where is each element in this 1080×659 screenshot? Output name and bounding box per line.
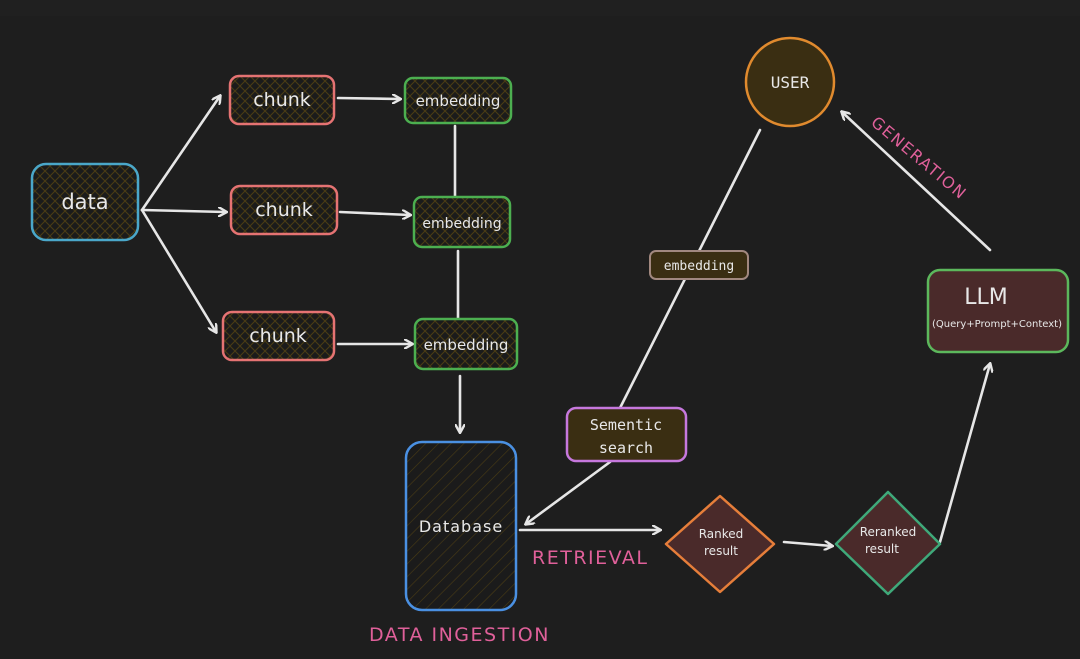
edge-chunk-1-embedding-1 [336, 98, 400, 99]
chunk-1-label: chunk [253, 89, 311, 111]
node-chunk-3: chunk [221, 310, 336, 362]
node-reranked-result: Reranked result [834, 490, 942, 596]
edge-data-chunk-2 [140, 210, 226, 212]
llm-title: LLM [964, 285, 1008, 310]
edges [140, 96, 992, 546]
database-label: Database [419, 517, 503, 536]
embedding-3-box [413, 317, 519, 371]
semantic-search-label-line1: Sementic [590, 416, 662, 434]
node-embedding-1: embedding [403, 76, 513, 125]
rag-pipeline-diagram: data chunk chunk chunk embedding embeddi… [30, 36, 1070, 646]
embedding-3-label: embedding [424, 336, 509, 354]
user-circle [744, 36, 836, 128]
edge-reranked-llm [938, 364, 990, 544]
edge-llm-user [842, 112, 992, 252]
chunk-3-box [221, 310, 336, 362]
chunk-1-box [228, 74, 336, 126]
llm-subtitle: (Query+Prompt+Context) [932, 319, 1062, 330]
chunk-2-box [229, 184, 339, 236]
embedding-1-label: embedding [416, 92, 501, 110]
stage-label-generation: GENERATION [867, 113, 970, 204]
stage-label-data-ingestion: DATA INGESTION [369, 624, 550, 646]
node-semantic-search: Sementic search [565, 406, 688, 463]
node-llm: LLM (Query+Prompt+Context) [926, 268, 1070, 354]
node-chunk-2: chunk [229, 184, 339, 236]
node-embedding-3: embedding [413, 317, 519, 371]
edge-data-chunk-3 [140, 208, 216, 332]
query-embedding-label: embedding [664, 259, 734, 274]
query-embedding-box [649, 250, 749, 280]
ranked-result-line1: Ranked [699, 527, 744, 541]
ranked-result-line2: result [704, 544, 738, 558]
semantic-search-label-line2: search [599, 439, 653, 457]
node-data: data [30, 162, 140, 242]
ranked-result-diamond [664, 494, 776, 594]
edge-chunk-2-embedding-2 [338, 212, 410, 215]
embedding-2-box [412, 195, 512, 249]
top-bar [0, 0, 1080, 16]
semantic-search-box [565, 406, 688, 463]
edge-semantic-search-database [526, 460, 612, 524]
edge-ranked-reranked [782, 542, 832, 546]
edge-data-chunk-1 [140, 96, 220, 212]
node-embedding-2: embedding [412, 195, 512, 249]
stage-label-retrieval: RETRIEVAL [532, 547, 649, 569]
data-node-label: data [61, 190, 108, 214]
embedding-2-label: embedding [422, 216, 501, 232]
chunk-2-label: chunk [255, 199, 313, 221]
embedding-1-box [403, 76, 513, 125]
node-ranked-result: Ranked result [664, 494, 776, 594]
reranked-result-diamond [834, 490, 942, 596]
llm-box [926, 268, 1070, 354]
database-box [404, 440, 518, 612]
node-user: USER [744, 36, 836, 128]
data-node-box [30, 162, 140, 242]
user-label: USER [771, 73, 810, 92]
node-chunk-1: chunk [228, 74, 336, 126]
node-query-embedding: embedding [649, 250, 749, 280]
chunk-3-label: chunk [249, 325, 307, 347]
reranked-result-line1: Reranked [860, 525, 917, 539]
reranked-result-line2: result [865, 542, 899, 556]
node-database: Database [404, 440, 518, 612]
